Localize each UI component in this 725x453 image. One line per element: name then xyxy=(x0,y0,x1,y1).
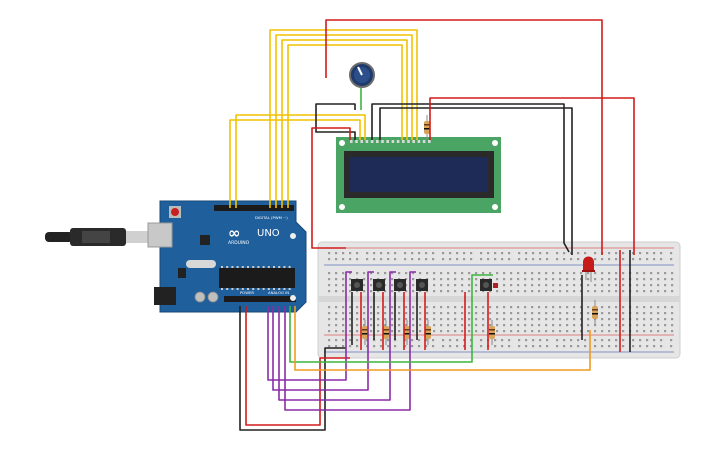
orange-wires[interactable] xyxy=(294,306,591,371)
usb-cable-icon xyxy=(45,228,148,246)
push-button[interactable] xyxy=(351,279,363,291)
resistor xyxy=(424,115,430,140)
red-wires[interactable] xyxy=(245,19,635,426)
analog-label: ANALOG IN xyxy=(268,290,289,295)
arduino-logo: ∞ xyxy=(228,224,241,242)
black-wires[interactable] xyxy=(239,103,631,431)
resistor xyxy=(383,320,389,345)
purple-wires[interactable] xyxy=(267,271,416,411)
arduino-model: UNO xyxy=(257,228,280,239)
arduino-uno-board[interactable]: ∞ ARDUINO UNO DIGITAL (PWM ~) POWER ANAL… xyxy=(45,200,307,313)
digital-header xyxy=(214,205,294,211)
breadboard-holes xyxy=(328,252,674,348)
push-button[interactable] xyxy=(480,279,492,291)
reset-button[interactable] xyxy=(171,208,179,216)
yellow-wires[interactable] xyxy=(229,29,418,208)
power-label: POWER xyxy=(240,290,254,295)
analog-power-header xyxy=(224,296,296,302)
resistor xyxy=(425,320,431,345)
push-button[interactable] xyxy=(394,279,406,291)
resistor xyxy=(362,320,368,345)
lcd-pins xyxy=(350,140,431,143)
arduino-brand: ARDUINO xyxy=(228,240,250,246)
push-buttons[interactable] xyxy=(351,279,492,291)
small-indicator xyxy=(493,283,498,288)
resistor xyxy=(404,320,410,345)
resistor xyxy=(592,300,598,325)
resistor xyxy=(489,320,495,345)
push-button[interactable] xyxy=(373,279,385,291)
push-button[interactable] xyxy=(416,279,428,291)
digital-label: DIGITAL (PWM ~) xyxy=(255,215,288,220)
breadboard[interactable] xyxy=(317,241,681,359)
lcd-module[interactable] xyxy=(336,137,501,213)
led-icon[interactable] xyxy=(582,256,595,283)
breadboard-rails xyxy=(324,247,674,353)
resistors xyxy=(362,115,598,345)
atmega-chip xyxy=(219,268,295,288)
green-wires[interactable] xyxy=(289,88,493,363)
potentiometer-knob-icon[interactable] xyxy=(349,62,375,88)
lcd-screen xyxy=(350,157,488,192)
